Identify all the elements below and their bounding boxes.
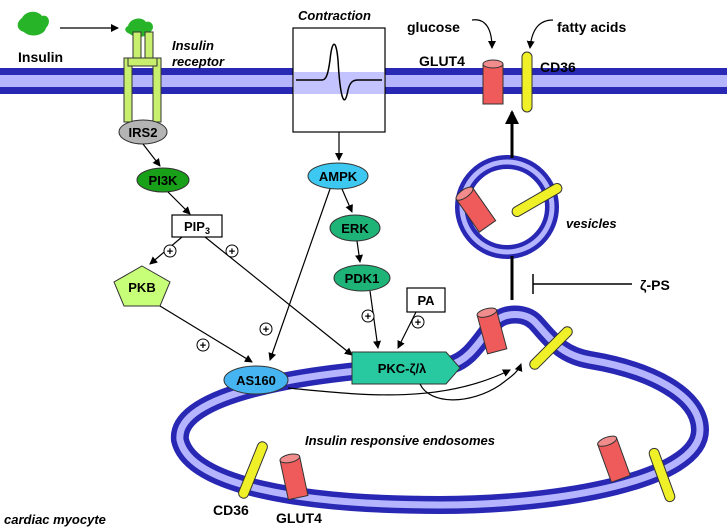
- ampk-node: [307, 162, 369, 190]
- plus-badge: +: [411, 315, 425, 329]
- pkb-label: PKB: [128, 280, 155, 295]
- glut4-transporter: [279, 453, 309, 501]
- glut4-transporter: [482, 59, 504, 105]
- glut4-transporter: [476, 307, 508, 355]
- pdk1-label: PDK1: [345, 271, 380, 286]
- pa-label: PA: [417, 293, 435, 308]
- plus-badge: +: [259, 322, 273, 336]
- pkc-node: [351, 351, 461, 385]
- pi3k-label: PI3K: [149, 173, 179, 188]
- endosomes-label: Insulin responsive endosomes: [305, 433, 495, 448]
- cd36-transporter: [648, 447, 676, 503]
- cd36-transporter: [511, 183, 563, 217]
- pkc-to-vesicle-arrow: [419, 363, 523, 401]
- svg-text:+: +: [263, 324, 269, 336]
- cell-type-label: cardiac myocyte: [4, 512, 106, 527]
- insulin-receptor-label-2: receptor: [172, 54, 225, 69]
- zeta-ps-label: ζ-PS: [640, 277, 670, 293]
- contraction-label: Contraction: [298, 8, 371, 23]
- pkb-node: [113, 265, 171, 307]
- pi3k-node: [136, 167, 190, 193]
- ampk-to-erk-arrow: [341, 188, 353, 213]
- pip3-node: [171, 214, 223, 238]
- fatty-acids-label: fatty acids: [557, 19, 626, 35]
- plus-badge: +: [225, 244, 239, 258]
- cd36-bottom-label: CD36: [213, 502, 249, 518]
- pkc-label: PKC-ζ/λ: [378, 361, 427, 376]
- ecg-trace: [296, 43, 382, 101]
- insulin-molecule: [17, 11, 49, 36]
- pa-to-pkc-arrow: [397, 311, 417, 349]
- pip3-label: PIP3: [184, 219, 210, 236]
- erk-node: [329, 214, 381, 242]
- pkb-to-as160-arrow: [159, 305, 253, 363]
- pi3k-to-pip3-arrow: [167, 191, 191, 215]
- plus-badge: +: [361, 309, 375, 323]
- cd36-top-label: CD36: [540, 59, 576, 75]
- erk-label: ERK: [341, 221, 369, 236]
- irs2-label: IRS2: [129, 125, 158, 140]
- glucose-arrow: [471, 19, 496, 49]
- plus-badge: +: [163, 244, 177, 258]
- pdk1-to-pkc-arrow: [369, 290, 381, 349]
- vesicles-label: vesicles: [566, 216, 617, 231]
- svg-text:+: +: [415, 317, 421, 329]
- glut4-transporter: [597, 435, 631, 483]
- insulin-receptor-label-1: Insulin: [172, 38, 214, 53]
- svg-text:+: +: [229, 246, 235, 258]
- plus-badge: +: [196, 338, 210, 352]
- glucose-label: glucose: [407, 19, 460, 35]
- cd36-transporter: [521, 51, 533, 113]
- svg-text:+: +: [167, 246, 173, 258]
- pa-node: [406, 287, 446, 313]
- svg-text:+: +: [200, 340, 206, 352]
- ampk-to-as160-arrow: [268, 188, 331, 361]
- as160-label: AS160: [236, 373, 276, 388]
- glut4-top-label: GLUT4: [419, 53, 465, 69]
- cd36-transporter: [238, 441, 268, 499]
- erk-to-pdk1-arrow: [355, 240, 363, 263]
- svg-text:+: +: [365, 311, 371, 323]
- irs2-to-pi3k-arrow: [142, 143, 161, 167]
- glut4-transporter: [455, 186, 497, 233]
- as160-node: [223, 365, 289, 395]
- insulin-label: Insulin: [18, 49, 63, 65]
- as160-to-vesicle-arrow: [287, 369, 511, 396]
- ampk-label: AMPK: [319, 169, 358, 184]
- fatty-acids-arrow: [526, 19, 554, 49]
- pdk1-node: [333, 264, 391, 292]
- glut4-bottom-label: GLUT4: [276, 510, 322, 526]
- cd36-transporter: [529, 326, 573, 370]
